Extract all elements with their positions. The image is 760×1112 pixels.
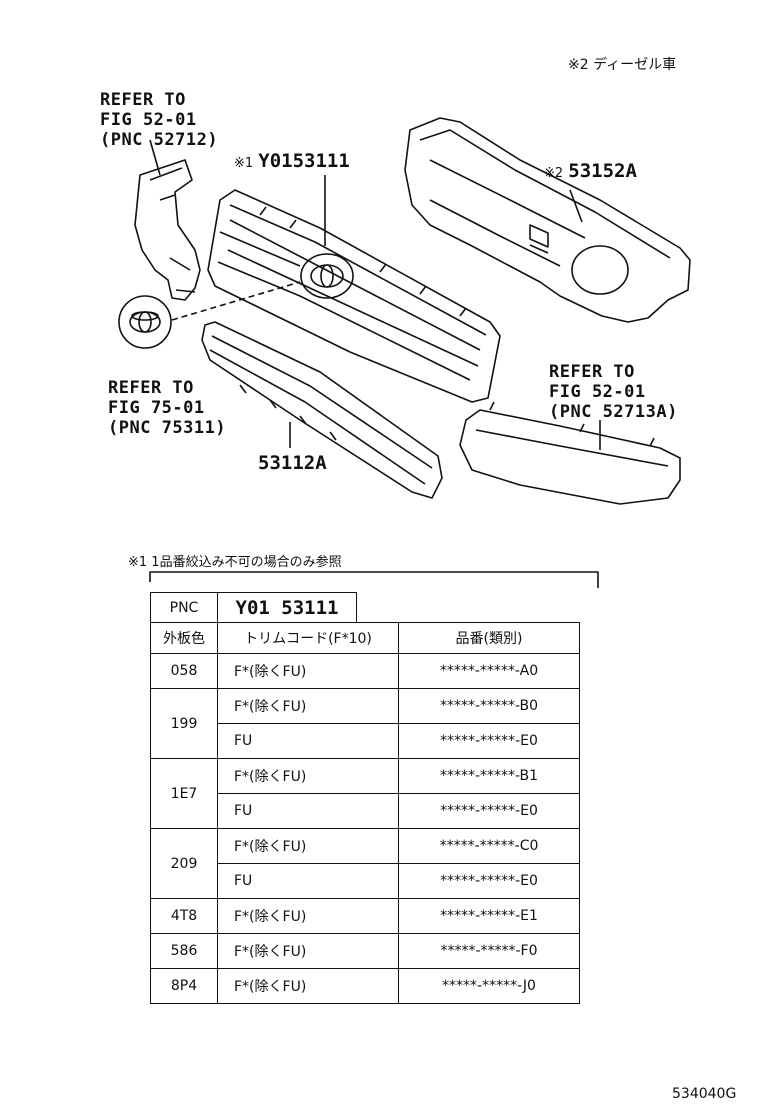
mark-1: ※1 xyxy=(234,156,254,171)
lower-grille xyxy=(201,321,443,499)
cell-part-number: *****-*****-E0 xyxy=(398,793,580,829)
refer-line: (PNC 75311) xyxy=(108,418,227,438)
pnc-lower-grille: 53112A xyxy=(258,452,327,474)
radiator-panel xyxy=(404,117,691,323)
refer-left-leader xyxy=(149,139,161,176)
callout-panel: ※2 53152A xyxy=(544,160,637,182)
cell-trim-code: F*(除くFU) xyxy=(217,933,399,969)
table-row: FU*****-*****-E0 xyxy=(151,793,580,829)
table-header-row: 外板色 トリムコード(F*10) 品番(類別) xyxy=(150,622,580,654)
pnc-header-value: Y01 53111 xyxy=(235,597,339,619)
mark-2: ※2 xyxy=(544,166,564,181)
cell-trim-code: F*(除くFU) xyxy=(217,688,399,724)
pnc-grille: Y0153111 xyxy=(258,150,350,172)
table-note: ※1 1品番絞込み不可の場合のみ参照 xyxy=(128,555,342,570)
cell-exterior-color: 4T8 xyxy=(150,898,218,934)
cell-exterior-color: 199 xyxy=(150,688,218,759)
refer-line: REFER TO xyxy=(100,90,186,110)
cell-part-number: *****-*****-A0 xyxy=(398,653,580,689)
cell-trim-code: F*(除くFU) xyxy=(217,898,399,934)
cell-part-number: *****-*****-C0 xyxy=(398,828,580,864)
cell-trim-code: FU xyxy=(217,863,399,899)
refer-label-right: REFER TO FIG 52-01 (PNC 52713A) xyxy=(549,362,678,422)
refer-label-left-top: REFER TO FIG 52-01 (PNC 52712) xyxy=(100,90,218,150)
header-trim: トリムコード(F*10) xyxy=(217,622,399,654)
refer-line: (PNC 52712) xyxy=(100,130,219,150)
upper-grille xyxy=(207,189,501,403)
cell-part-number: *****-*****-B0 xyxy=(398,688,580,724)
cell-exterior-color: 8P4 xyxy=(150,968,218,1004)
header-color: 外板色 xyxy=(150,622,218,654)
refer-label-left-bottom: REFER TO FIG 75-01 (PNC 75311) xyxy=(108,378,226,438)
cell-trim-code: F*(除くFU) xyxy=(217,653,399,689)
emblem-small xyxy=(118,295,172,349)
pnc-panel: 53152A xyxy=(568,160,637,182)
callout-grille: ※1 Y0153111 xyxy=(234,150,350,172)
cell-part-number: *****-*****-E0 xyxy=(398,863,580,899)
left-bumper-piece xyxy=(134,159,201,301)
cell-exterior-color: 1E7 xyxy=(150,758,218,829)
diesel-note: ※2 ディーゼル車 xyxy=(568,57,677,73)
cell-exterior-color: 058 xyxy=(150,653,218,689)
cell-exterior-color: 586 xyxy=(150,933,218,969)
refer-line: FIG 75-01 xyxy=(108,398,205,418)
table-row: FU*****-*****-E0 xyxy=(151,863,580,899)
pnc-header: PNC Y01 53111 xyxy=(150,592,357,623)
panel-leader xyxy=(569,189,583,223)
pnc-header-label: PNC xyxy=(151,593,218,623)
emblem-leader xyxy=(171,281,301,321)
right-bumper-piece xyxy=(459,401,681,505)
cell-part-number: *****-*****-E0 xyxy=(398,723,580,759)
cell-trim-code: FU xyxy=(217,793,399,829)
cell-part-number: *****-*****-E1 xyxy=(398,898,580,934)
cell-trim-code: F*(除くFU) xyxy=(217,968,399,1004)
cell-trim-code: FU xyxy=(217,723,399,759)
cell-exterior-color: 209 xyxy=(150,828,218,899)
cell-trim-code: F*(除くFU) xyxy=(217,828,399,864)
table-row: FU*****-*****-E0 xyxy=(151,723,580,759)
refer-line: FIG 52-01 xyxy=(100,110,197,130)
cell-trim-code: F*(除くFU) xyxy=(217,758,399,794)
refer-line: (PNC 52713A) xyxy=(549,402,678,422)
figure-id: 534040G xyxy=(672,1086,737,1102)
header-part: 品番(類別) xyxy=(398,622,580,654)
cell-part-number: *****-*****-B1 xyxy=(398,758,580,794)
refer-line: FIG 52-01 xyxy=(549,382,646,402)
refer-line: REFER TO xyxy=(549,362,635,382)
cell-part-number: *****-*****-F0 xyxy=(398,933,580,969)
cell-part-number: *****-*****-J0 xyxy=(398,968,580,1004)
refer-line: REFER TO xyxy=(108,378,194,398)
table-bracket xyxy=(149,571,599,588)
